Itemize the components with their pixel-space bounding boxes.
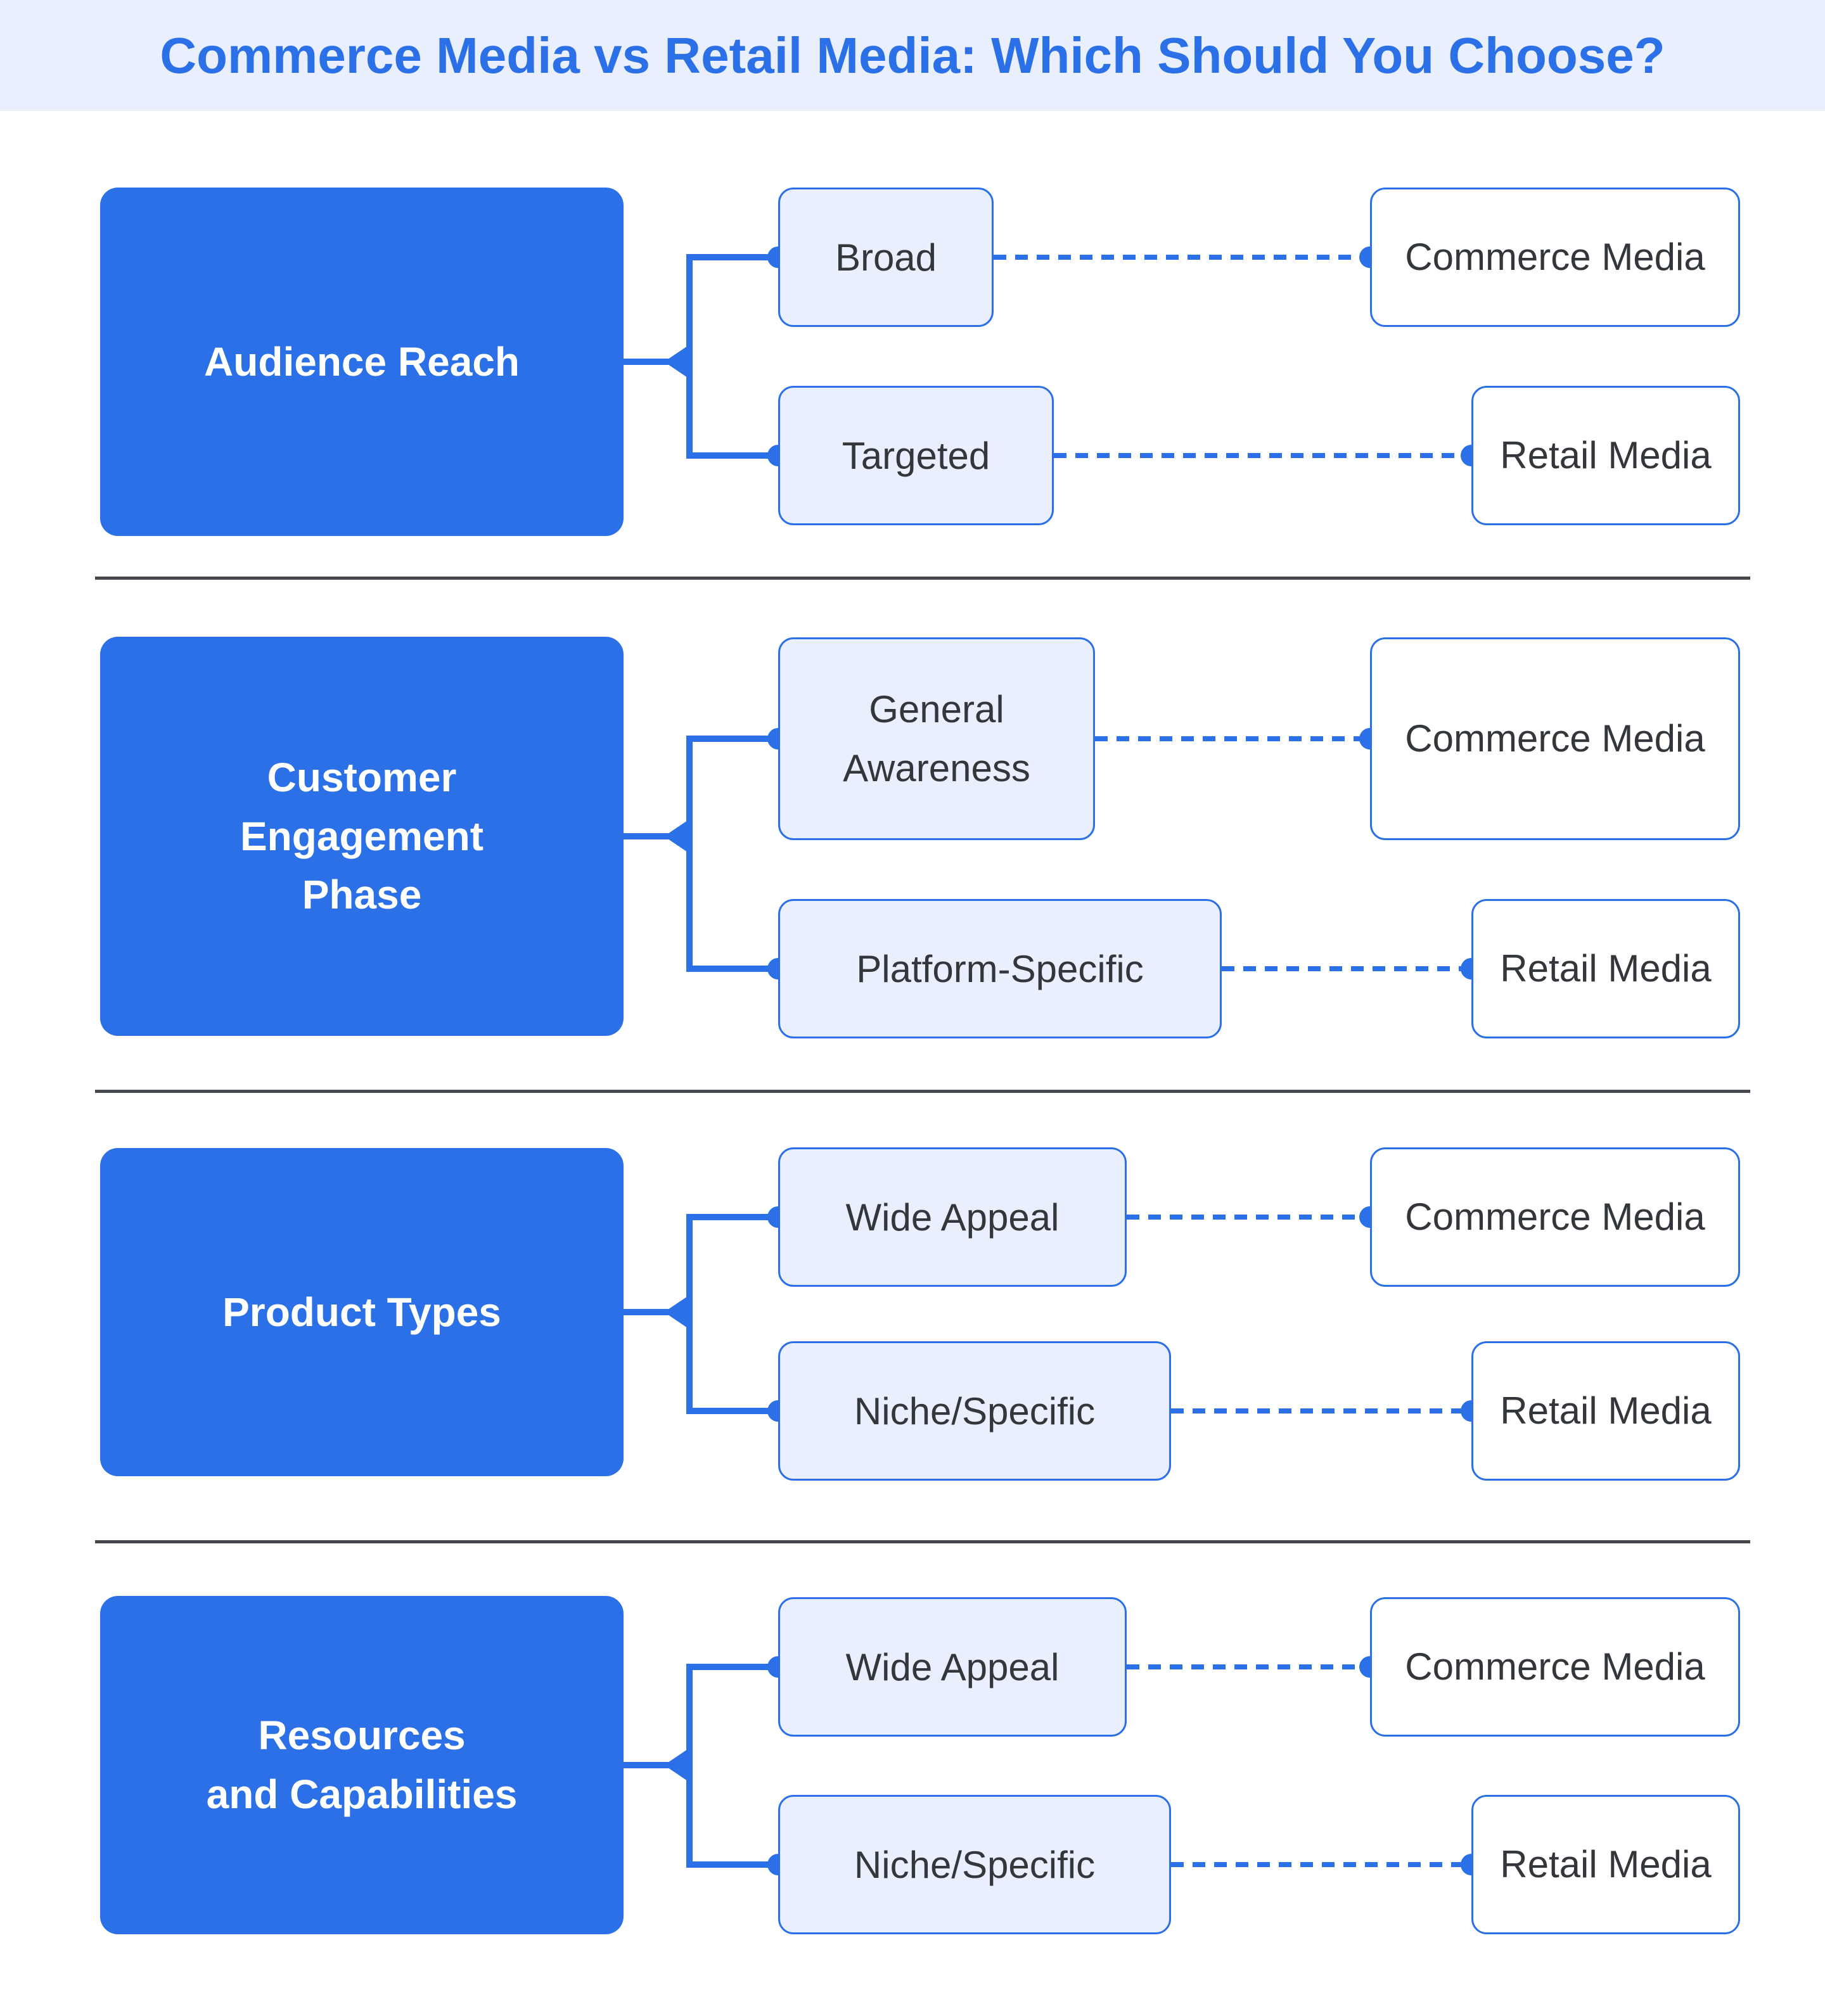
branch-arrow-icon (664, 1295, 689, 1329)
outcome-node: Retail Media (1471, 386, 1740, 525)
section-divider (95, 1090, 1750, 1093)
connector-line (624, 1309, 689, 1315)
dotted-connector (1127, 1215, 1370, 1220)
dotted-connector (1222, 966, 1471, 971)
parent-node: Audience Reach (100, 188, 624, 536)
outcome-node-label: Retail Media (1500, 1843, 1712, 1885)
outcome-node-label: Commerce Media (1405, 717, 1705, 760)
parent-node: Resources and Capabilities (100, 1596, 624, 1934)
outcome-node: Commerce Media (1370, 1597, 1740, 1737)
parent-node-label: Customer Engagement Phase (240, 754, 484, 918)
child-node-label: Niche/Specific (854, 1389, 1096, 1432)
branch-arrow-icon (664, 819, 689, 853)
outcome-node: Commerce Media (1370, 637, 1740, 840)
connector-line (624, 1762, 689, 1768)
child-node-label: Niche/Specific (854, 1843, 1096, 1886)
outcome-node: Commerce Media (1370, 1147, 1740, 1287)
child-node-label: Platform-Specific (856, 947, 1144, 990)
parent-node-label: Product Types (222, 1289, 501, 1335)
section-divider (95, 577, 1750, 580)
child-node: Targeted (778, 386, 1054, 525)
child-node-label: Wide Appeal (845, 1196, 1060, 1239)
parent-node: Customer Engagement Phase (100, 637, 624, 1036)
branch-line (686, 1664, 781, 1670)
dotted-connector (994, 255, 1370, 260)
child-node-label: General Awareness (843, 688, 1030, 789)
child-node-label: Targeted (842, 434, 990, 477)
child-node-label: Broad (835, 236, 937, 279)
connector-line (624, 833, 689, 839)
dotted-connector (1127, 1664, 1370, 1669)
connector-line (624, 359, 689, 365)
outcome-node-label: Retail Media (1500, 434, 1712, 476)
trunk-line (686, 257, 693, 456)
child-node: General Awareness (778, 637, 1095, 840)
outcome-node-label: Commerce Media (1405, 1196, 1705, 1238)
child-node: Broad (778, 188, 994, 327)
section-divider (95, 1540, 1750, 1543)
branch-line (686, 1214, 781, 1220)
child-node-label: Wide Appeal (845, 1645, 1060, 1688)
outcome-node-label: Retail Media (1500, 947, 1712, 990)
outcome-node: Retail Media (1471, 1341, 1740, 1481)
outcome-node-label: Commerce Media (1405, 1645, 1705, 1688)
child-node: Wide Appeal (778, 1147, 1127, 1287)
dotted-connector (1054, 453, 1471, 458)
dotted-connector (1095, 736, 1370, 741)
dotted-connector (1171, 1408, 1471, 1413)
branch-line (686, 966, 781, 972)
parent-node-label: Resources and Capabilities (206, 1713, 518, 1817)
branch-line (686, 452, 781, 459)
child-node: Niche/Specific (778, 1795, 1171, 1934)
page-title: Commerce Media vs Retail Media: Which Sh… (160, 27, 1665, 84)
outcome-node-label: Commerce Media (1405, 236, 1705, 278)
branch-line (686, 1861, 781, 1868)
branch-line (686, 1408, 781, 1414)
dotted-connector (1171, 1862, 1471, 1867)
outcome-node-label: Retail Media (1500, 1389, 1712, 1432)
trunk-line (686, 1217, 693, 1411)
outcome-node: Retail Media (1471, 899, 1740, 1038)
child-node: Niche/Specific (778, 1341, 1171, 1481)
branch-line (686, 736, 781, 742)
trunk-line (686, 739, 693, 969)
branch-arrow-icon (664, 1748, 689, 1782)
parent-node: Product Types (100, 1148, 624, 1476)
child-node: Wide Appeal (778, 1597, 1127, 1737)
branch-arrow-icon (664, 345, 689, 379)
trunk-line (686, 1667, 693, 1865)
title-banner: Commerce Media vs Retail Media: Which Sh… (0, 0, 1825, 111)
outcome-node: Commerce Media (1370, 188, 1740, 327)
branch-line (686, 254, 781, 260)
child-node: Platform-Specific (778, 899, 1222, 1038)
outcome-node: Retail Media (1471, 1795, 1740, 1934)
parent-node-label: Audience Reach (204, 338, 520, 385)
